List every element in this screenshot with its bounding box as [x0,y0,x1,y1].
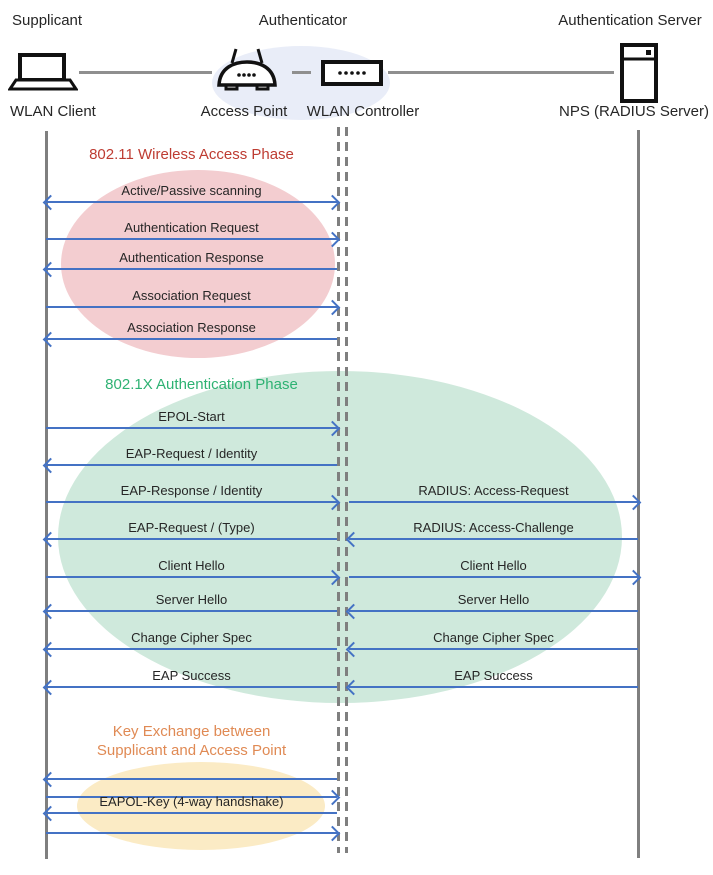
phase3-ellipse [77,762,325,850]
arrow-right-icon [46,501,337,503]
message-server-hello-left: Server Hello [46,591,337,612]
message-authentication-response: Authentication Response [46,249,337,270]
arrow-left-icon [46,338,337,340]
lifeline-wlan-controller-right [345,127,348,853]
message-active-passive-scanning: Active/Passive scanning [46,182,337,203]
message-authentication-request: Authentication Request [46,219,337,240]
wireless-access-point-icon [213,46,281,96]
message-client-hello-left: Client Hello [46,557,337,578]
message-eapol-key: EAPOL-Key (4-way handshake) [46,793,337,814]
arrow-left-icon [46,464,337,466]
arrow-right-icon [349,501,638,503]
lifeline-wlan-client [45,131,48,859]
message-change-cipher-spec-right: Change Cipher Spec [349,629,638,650]
message-eap-request-identity: EAP-Request / Identity [46,445,337,466]
server-icon [620,43,658,103]
arrow-right-icon [46,576,337,578]
connector-controller-server [388,71,614,74]
arrow-left-icon [349,686,638,688]
phase3-title: Key Exchange between Supplicant and Acce… [46,722,337,760]
laptop-icon [8,52,78,92]
arrow-left-icon [46,648,337,650]
role-label-authenticator: Authenticator [258,12,348,29]
device-label-wlan-controller: WLAN Controller [306,103,420,120]
device-label-access-point: Access Point [200,103,288,120]
arrow-left-icon [349,610,638,612]
arrow-left-icon [46,538,337,540]
phase3-title-line1: Key Exchange between [112,723,271,740]
connector-ap-controller [292,71,311,74]
arrow-right-icon [349,576,638,578]
message-eap-request-type: EAP-Request / (Type) [46,519,337,540]
message-server-hello-right: Server Hello [349,591,638,612]
role-label-supplicant: Supplicant [12,12,83,29]
lifeline-nps-server [637,130,640,858]
arrow-right-icon [46,238,337,240]
device-label-nps-radius-server: NPS (RADIUS Server) [558,103,710,120]
phase1-title: 802.11 Wireless Access Phase [89,146,294,163]
message-4way-handshake-arrow-2 [46,796,337,798]
message-change-cipher-spec-left: Change Cipher Spec [46,629,337,650]
arrow-left-icon [46,268,337,270]
arrow-left-icon [46,686,337,688]
wlan-controller-icon [321,60,383,86]
message-radius-access-challenge: RADIUS: Access-Challenge [349,519,638,540]
message-epol-start: EPOL-Start [46,408,337,429]
phase2-title: 802.1X Authentication Phase [105,376,298,393]
arrow-both-icon [46,201,337,203]
message-4way-handshake-arrow-1 [46,778,337,780]
arrow-right-icon [46,427,337,429]
arrow-left-icon [349,538,638,540]
arrow-left-icon [46,610,337,612]
message-association-response: Association Response [46,319,337,340]
message-eap-response-identity: EAP-Response / Identity [46,482,337,503]
message-association-request: Association Request [46,287,337,308]
arrow-left-icon [46,812,337,814]
message-eap-success-right: EAP Success [349,667,638,688]
phase3-title-line2: Supplicant and Access Point [96,742,287,759]
message-4way-handshake-arrow-4 [46,832,337,834]
message-eap-success-left: EAP Success [46,667,337,688]
message-radius-access-request: RADIUS: Access-Request [349,482,638,503]
role-label-authentication-server: Authentication Server [558,12,702,29]
arrow-right-icon [46,306,337,308]
connector-client-ap [79,71,212,74]
arrow-left-icon [349,648,638,650]
message-client-hello-right: Client Hello [349,557,638,578]
lifeline-wlan-controller-left [337,127,340,853]
device-label-wlan-client: WLAN Client [10,103,96,120]
